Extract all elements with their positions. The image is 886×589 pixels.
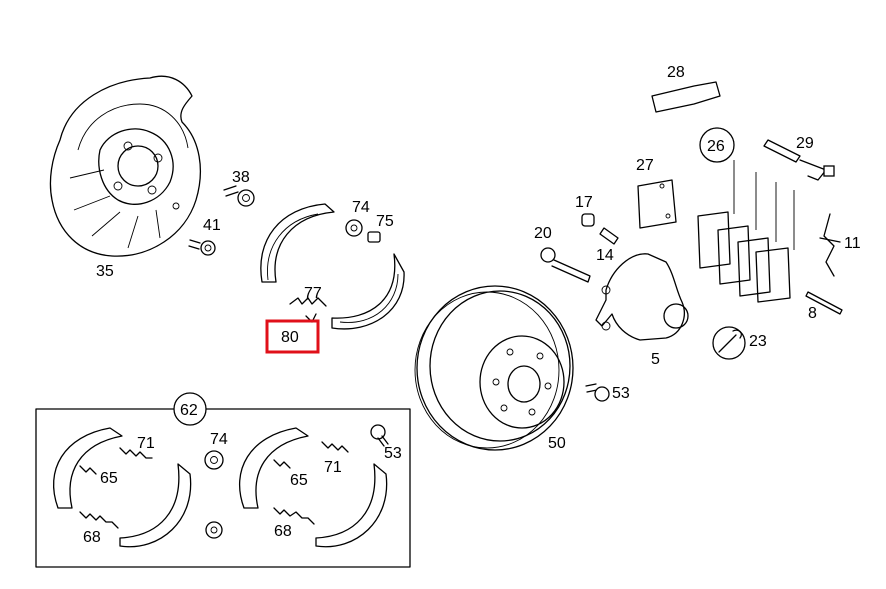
label-kit-74: 74 <box>210 431 228 448</box>
label-38: 38 <box>232 169 250 186</box>
parking-brake-shoe-lower[interactable] <box>331 253 405 330</box>
bolt-part-20[interactable] <box>540 247 591 283</box>
kit-adjuster-74[interactable] <box>204 450 224 470</box>
label-80: 80 <box>281 329 299 346</box>
label-50: 50 <box>548 435 566 452</box>
label-53: 53 <box>612 385 630 402</box>
bolt-part-17[interactable] <box>581 213 595 227</box>
kit-spring-65-right[interactable] <box>273 459 291 469</box>
wrench-symbol-part-23[interactable] <box>712 326 746 360</box>
label-77: 77 <box>304 285 322 302</box>
nut-part-75[interactable] <box>367 231 381 243</box>
kit-spring-71-left[interactable] <box>119 447 153 459</box>
dust-shield-part-35[interactable] <box>49 75 201 257</box>
brake-pad-set-part-26[interactable] <box>697 160 795 303</box>
label-17: 17 <box>575 194 593 211</box>
label-27: 27 <box>636 157 654 174</box>
label-75: 75 <box>376 213 394 230</box>
label-kit-65-left: 65 <box>100 470 118 487</box>
caliper-part-5[interactable] <box>595 253 689 341</box>
bolt-part-41[interactable] <box>188 239 216 256</box>
kit-shoe-lower-right[interactable] <box>315 463 388 548</box>
kit-bolt-53[interactable] <box>370 424 389 447</box>
wear-sensor-part-29[interactable] <box>763 139 835 181</box>
bolt-part-53[interactable] <box>585 383 610 402</box>
label-20: 20 <box>534 225 552 242</box>
label-28: 28 <box>667 64 685 81</box>
spring-part-77[interactable] <box>289 297 327 307</box>
highlight-box-80 <box>265 319 320 354</box>
label-kit-65-right: 65 <box>290 472 308 489</box>
pin-part-8[interactable] <box>805 291 843 315</box>
label-41: 41 <box>203 217 221 234</box>
kit-spring-68-left[interactable] <box>79 511 119 529</box>
label-8: 8 <box>808 305 817 322</box>
kit-spring-71-right[interactable] <box>321 441 349 453</box>
label-74: 74 <box>352 199 370 216</box>
kit-bolt-center[interactable] <box>205 521 223 539</box>
label-35: 35 <box>96 263 114 280</box>
kit-shoe-upper-right[interactable] <box>239 427 309 509</box>
label-26: 26 <box>707 138 725 155</box>
bolt-part-38[interactable] <box>223 185 255 207</box>
label-kit-68-right: 68 <box>274 523 292 540</box>
brake-disc-part-50[interactable] <box>414 285 574 451</box>
label-5: 5 <box>651 351 660 368</box>
kit-shoe-lower-left[interactable] <box>119 463 192 548</box>
callout-circle-26 <box>699 127 735 163</box>
plate-part-28[interactable] <box>651 81 721 113</box>
label-kit-71-right: 71 <box>324 459 342 476</box>
label-62: 62 <box>180 402 198 419</box>
label-29: 29 <box>796 135 814 152</box>
kit-spring-65-left[interactable] <box>79 465 97 475</box>
kit-spring-68-right[interactable] <box>273 507 315 525</box>
spring-clip-part-11[interactable] <box>819 213 841 277</box>
shim-part-27[interactable] <box>637 179 677 229</box>
label-kit-68-left: 68 <box>83 529 101 546</box>
callout-circle-62 <box>173 392 207 426</box>
kit-shoe-upper-left[interactable] <box>53 427 123 509</box>
bolt-part-14[interactable] <box>599 227 619 245</box>
kit-box-62[interactable] <box>35 408 411 568</box>
parking-brake-shoe-upper[interactable] <box>260 203 335 283</box>
label-kit-71-left: 71 <box>137 435 155 452</box>
label-kit-53: 53 <box>384 445 402 462</box>
label-23: 23 <box>749 333 767 350</box>
label-11: 11 <box>844 235 861 252</box>
label-14: 14 <box>596 247 614 264</box>
adjuster-part-74[interactable] <box>345 219 363 237</box>
